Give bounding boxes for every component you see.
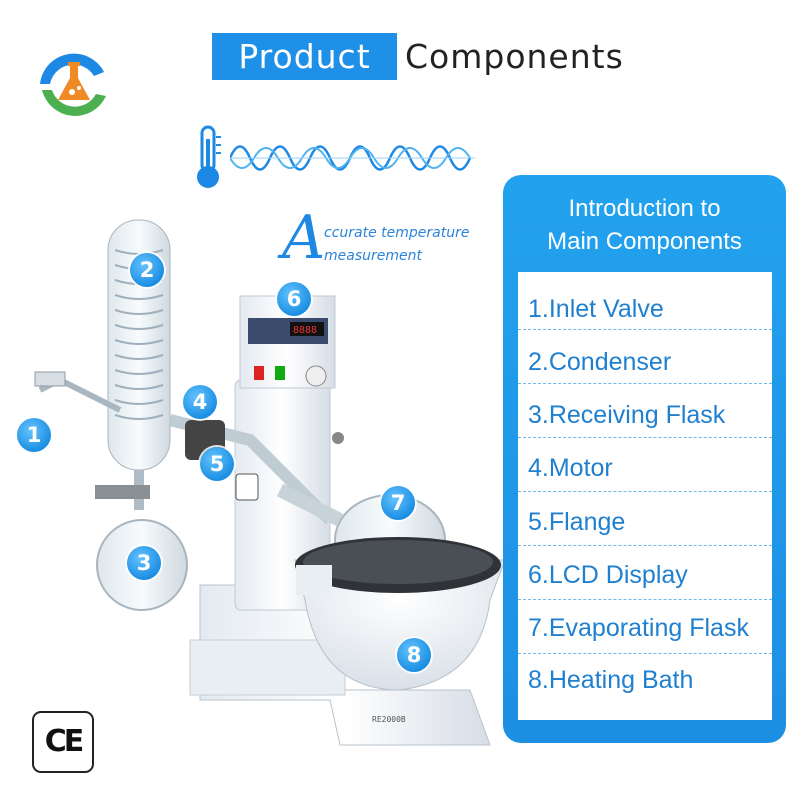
component-item-receiving-flask: 3.Receiving Flask [528, 401, 726, 429]
callout-4: 4 [183, 385, 217, 419]
divider [518, 383, 772, 384]
component-item-lcd-display: 6.LCD Display [528, 561, 688, 589]
intro-list-background [518, 272, 772, 720]
component-item-flange: 5.Flange [528, 508, 626, 536]
callout-7: 7 [381, 486, 415, 520]
title-highlight-background [212, 33, 397, 80]
callout-8: 8 [397, 638, 431, 672]
thermometer-icon [197, 125, 221, 188]
callout-6: 6 [277, 282, 311, 316]
page-title: Components [405, 37, 624, 76]
component-item-motor: 4.Motor [528, 454, 613, 482]
component-item-inlet-valve: 1.Inlet Valve [528, 295, 664, 323]
ce-mark-border [32, 711, 94, 773]
divider [518, 437, 772, 438]
model-label: RE2000B [372, 715, 406, 724]
callout-1: 1 [17, 418, 51, 452]
divider [518, 653, 772, 654]
feature-text-line1: ccurate temperature [324, 225, 470, 241]
svg-text:8888: 8888 [293, 325, 317, 336]
divider [518, 329, 772, 330]
page-title-highlight: Product [238, 37, 371, 76]
divider [518, 545, 772, 546]
callout-5: 5 [200, 447, 234, 481]
rotary-evaporator-image: 8888 RE2000B [34, 219, 506, 746]
component-item-evaporating-flask: 7.Evaporating Flask [528, 614, 749, 642]
lab-flask-logo-icon [40, 53, 106, 116]
feature-text-line2: measurement [324, 248, 422, 264]
component-item-heating-bath: 8.Heating Bath [528, 666, 694, 694]
callout-2: 2 [130, 253, 164, 287]
wave-icon [230, 145, 475, 171]
feature-initial-letter: A [282, 203, 326, 273]
intro-panel-title-line2: Main Components [547, 228, 742, 255]
divider [518, 491, 772, 492]
callout-3: 3 [127, 546, 161, 580]
ce-mark: CE [44, 724, 85, 759]
divider [518, 599, 772, 600]
intro-panel-title-line1: Introduction to [568, 195, 721, 222]
component-item-condenser: 2.Condenser [528, 348, 672, 376]
